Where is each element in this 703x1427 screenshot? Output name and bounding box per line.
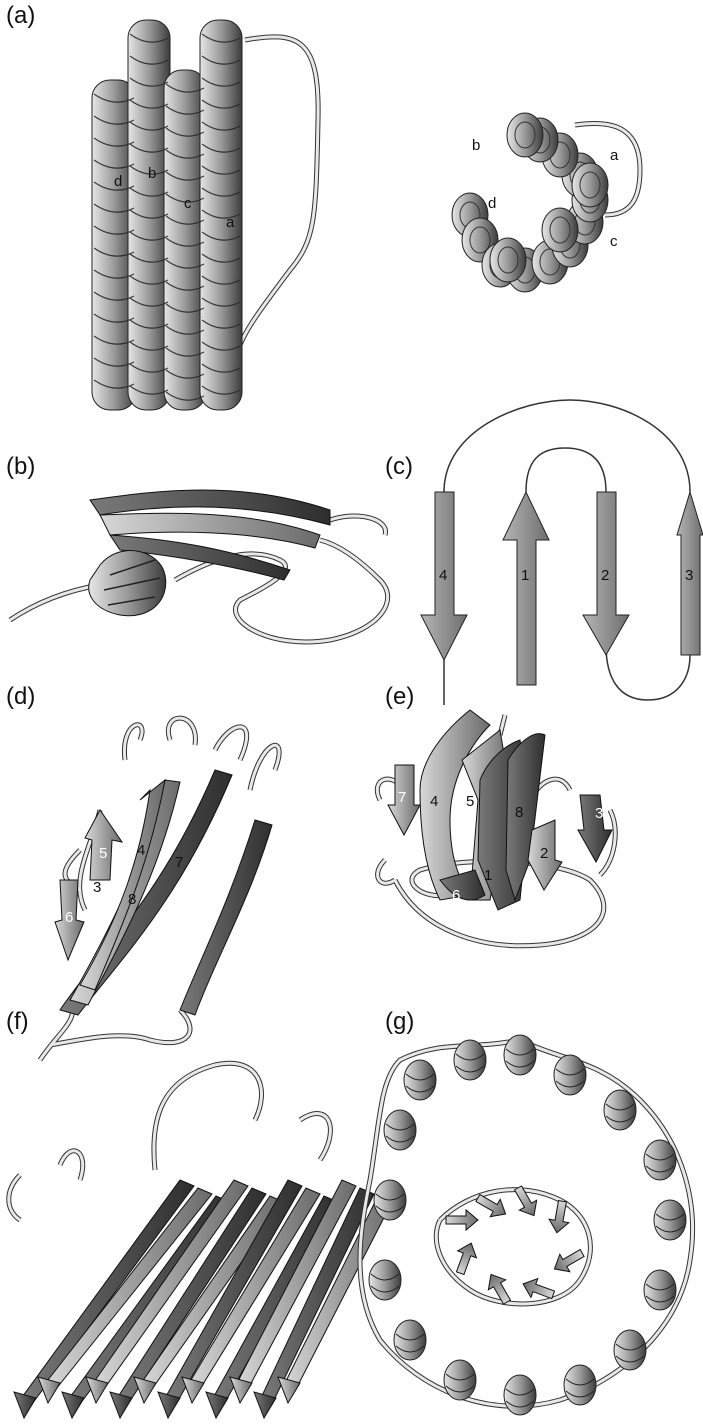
strand-4: 4 (421, 492, 467, 660)
helix-a (200, 20, 242, 410)
strand-6-label: 6 (65, 909, 73, 926)
strand-3-label-e: 3 (595, 805, 603, 822)
strand-8-label: 8 (128, 891, 136, 908)
strand-4-label-d: 4 (137, 842, 145, 859)
helix-coil (572, 163, 608, 207)
strand-1: 1 (503, 492, 549, 685)
panel-a-side-view: d b c a (92, 20, 318, 410)
strand-3-label-d: 3 (93, 879, 101, 896)
label-top-d: d (488, 195, 496, 212)
strand-2-label: 2 (601, 567, 609, 584)
barrel-strand (451, 1240, 481, 1277)
panel-b-ribbon (10, 490, 388, 642)
outer-helices (369, 1035, 686, 1415)
panel-g-tim-barrel (360, 1035, 693, 1415)
helix-coil (490, 238, 526, 282)
strand-7-label: 7 (175, 854, 183, 871)
label-helix-c: c (184, 195, 192, 212)
strand-4-label: 4 (439, 567, 447, 584)
label-helix-a: a (226, 214, 235, 231)
strand-5-label: 5 (99, 845, 107, 862)
strand-6-label-e: 6 (452, 887, 460, 904)
label-helix-d: d (114, 173, 122, 190)
strand-8-label-e: 8 (515, 804, 523, 821)
strand-3: 3 (677, 492, 703, 655)
strand-1-label: 1 (521, 567, 529, 584)
strand-3-label: 3 (685, 567, 693, 584)
panel-e-sandwich: 7 4 5 8 3 2 1 6 (377, 710, 615, 946)
strand-2-label-e: 2 (540, 845, 548, 862)
helix-coil (542, 208, 578, 252)
strand-5-label-e: 5 (466, 793, 474, 810)
barrel-strands (14, 1180, 392, 1418)
panel-a-top-view: b a d c (452, 113, 640, 292)
strand-7-label-e: 7 (398, 789, 406, 806)
label-top-b: b (472, 137, 480, 154)
strand-1-label-e: 1 (484, 867, 492, 884)
strand-2: 2 (583, 492, 629, 655)
panel-d-barrel: 5 4 7 6 3 8 (40, 718, 279, 1060)
barrel-strand (549, 1244, 587, 1277)
label-helix-b: b (148, 165, 156, 182)
label-top-a: a (610, 147, 619, 164)
panel-c-topology: 4 1 2 3 (421, 400, 703, 705)
label-top-c: c (610, 233, 618, 250)
strand-4-label-e: 4 (430, 793, 438, 810)
helix-coil (507, 113, 543, 157)
panel-f-barrel (9, 1063, 392, 1418)
